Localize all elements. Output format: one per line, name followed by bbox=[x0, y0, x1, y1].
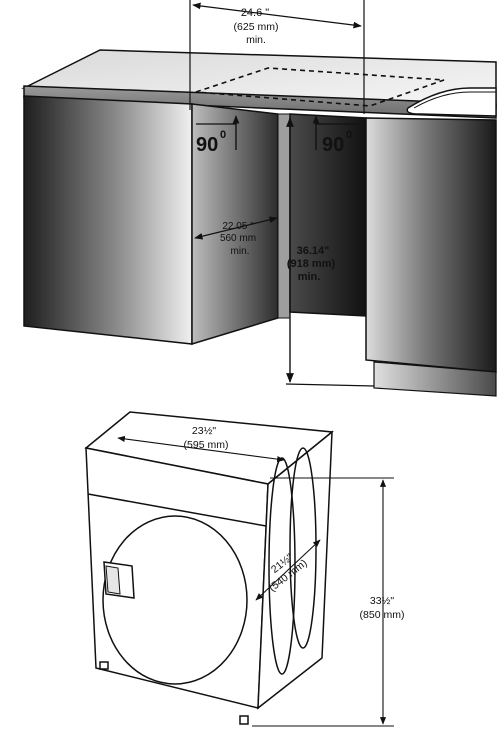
height-label-2: (918 mm) bbox=[287, 258, 336, 270]
dryer-door bbox=[102, 515, 248, 685]
width-arrow bbox=[192, 2, 362, 29]
angle-right-degree: 0 bbox=[346, 129, 352, 141]
sink-icon bbox=[406, 87, 497, 117]
depth-label-2: 560 mm bbox=[220, 233, 256, 244]
control-panel-line bbox=[87, 493, 267, 527]
width-label-1: 24.6 " bbox=[241, 7, 269, 19]
back-wall bbox=[277, 113, 291, 319]
floor-line bbox=[285, 383, 375, 387]
height-label-1: 36.14" bbox=[297, 245, 330, 257]
width-label-2: (625 mm) bbox=[234, 21, 279, 33]
angle-left-label: 90 bbox=[196, 134, 218, 156]
right-cabinet bbox=[365, 117, 497, 373]
right-cabinet-plinth bbox=[373, 361, 497, 397]
appliance-opening-outline bbox=[195, 67, 445, 107]
angle-left-degree: 0 bbox=[220, 129, 226, 141]
dryer-foot-left bbox=[99, 661, 109, 670]
width-label-3: min. bbox=[246, 34, 266, 46]
height-label-3: min. bbox=[298, 271, 321, 283]
cabinet-diagram: 24.6 " (625 mm) min. 90 0 90 0 22.05 " 5… bbox=[21, 0, 497, 397]
dryer-foot-right bbox=[239, 715, 249, 725]
dryer-height-label-1: 33½" bbox=[370, 595, 394, 607]
dryer-width-label-2: (595 mm) bbox=[184, 439, 229, 451]
depth-label-3: min. bbox=[231, 246, 250, 257]
depth-arrow bbox=[194, 216, 278, 240]
depth-label-1: 22.05 " bbox=[222, 221, 254, 232]
door-handle-recess bbox=[105, 565, 121, 595]
dryer-width-label-1: 23½" bbox=[192, 425, 216, 437]
countertop-edge bbox=[23, 85, 497, 119]
angle-right-label: 90 bbox=[322, 134, 344, 156]
left-cabinet bbox=[23, 95, 193, 345]
dryer-width-arrow bbox=[117, 435, 285, 463]
dryer-height-label-2: (850 mm) bbox=[360, 609, 405, 621]
sink-rim-line bbox=[413, 91, 496, 109]
dryer-depth-arrow bbox=[255, 539, 321, 601]
